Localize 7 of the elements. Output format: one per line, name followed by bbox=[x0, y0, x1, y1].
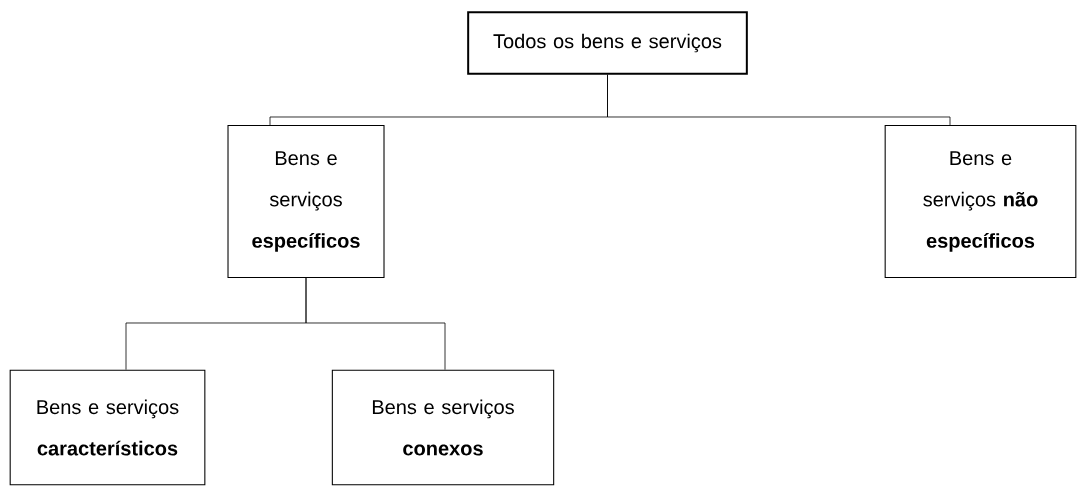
connector-line bbox=[305, 277, 446, 371]
category-box: Todos os bens e serviços bbox=[467, 11, 748, 75]
connector-line bbox=[607, 74, 951, 126]
category-box: Bens e serviços característicos bbox=[9, 369, 206, 486]
category-box: Bens e serviços específicos bbox=[227, 124, 385, 279]
category-box: Bens e serviços não específicos bbox=[884, 124, 1077, 279]
category-box: Bens e serviços conexos bbox=[331, 369, 555, 486]
